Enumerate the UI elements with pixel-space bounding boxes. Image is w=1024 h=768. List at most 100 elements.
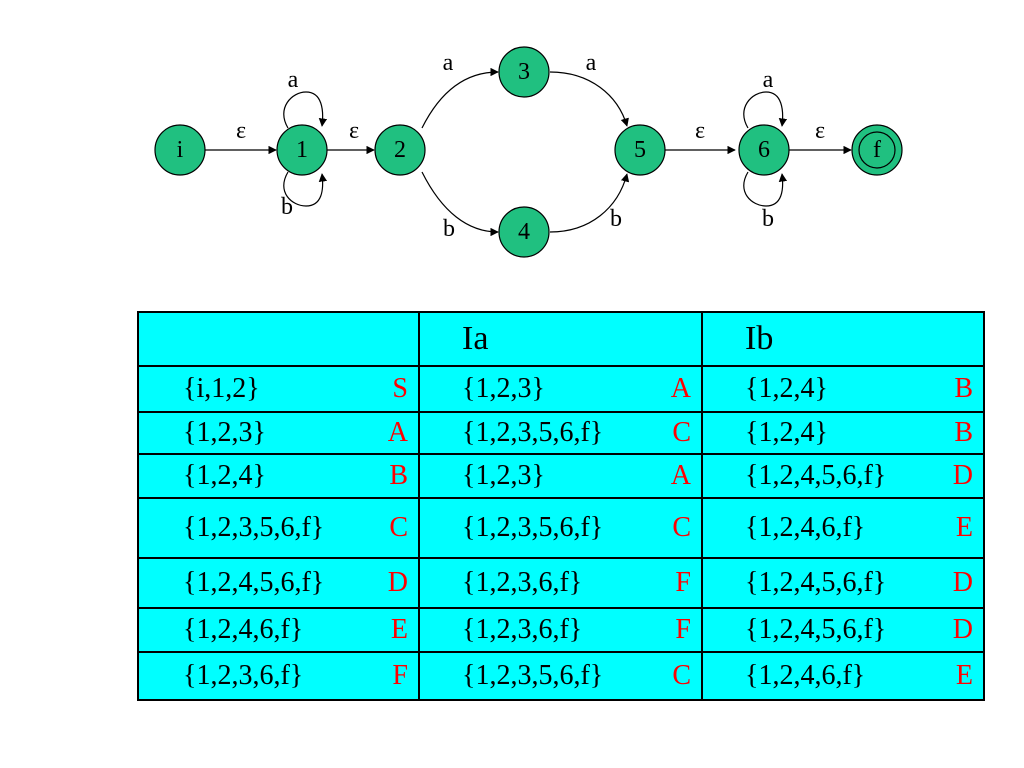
node-label-6: 6: [758, 137, 770, 163]
table-row: {1,2,3} A {1,2,3,5,6,f} C {1,2,4}B: [137, 411, 985, 455]
subset-construction-table: Ia Ib {i,1,2}S{1,2,3}A{1,2,4}B{1,2,3}A{1…: [137, 311, 985, 701]
ia-result-state-label: C: [672, 512, 691, 543]
ia-result-cell: {1,2,3}A: [418, 453, 703, 499]
state-set-state-label: C: [389, 512, 408, 543]
node-1: 1: [276, 124, 328, 176]
node-i: i: [154, 124, 206, 176]
ib-result-cell: {1,2,4,6,f} E: [701, 651, 985, 701]
table-row: {1,2,3,6,f} F {1,2,3,5,6,f} C {1,2,4,6,f} E: [137, 651, 985, 701]
ia-result-state-label: F: [675, 567, 691, 598]
table-row: {1,2,4} B {1,2,3}A {1,2,4,5,6,f} D: [137, 453, 985, 499]
ib-result-cell: {1,2,4,6,f} E: [701, 497, 985, 559]
ia-result-text: {1,2,3,5,6,f}: [462, 512, 604, 543]
state-set-text: {1,2,4,6,f}: [183, 614, 304, 645]
nfa-diagram: ε a b ε a b a b ε a b ε i 1 2 3 4 5 6 f: [154, 46, 903, 258]
state-set-state-label: F: [392, 660, 408, 691]
state-set-state-label: E: [390, 614, 408, 645]
edge-label-3-5: a: [586, 50, 597, 76]
node-label-1: 1: [296, 137, 308, 163]
state-set-state-label: B: [389, 460, 408, 491]
accepting-ring: [858, 131, 896, 169]
state-set-text: {1,2,3,5,6,f}: [183, 512, 325, 543]
node-label-2: 2: [394, 137, 406, 163]
state-set-text: {1,2,3}: [183, 417, 266, 448]
ib-result-text: {1,2,4,6,f}: [745, 512, 866, 543]
edge-label-6-loop-a: a: [763, 67, 774, 93]
ib-result-cell: {1,2,4,5,6,f} D: [701, 453, 985, 499]
state-set-text: {1,2,4}: [183, 460, 266, 491]
edge-label-1-loop-a: a: [288, 67, 299, 93]
node-label-4: 4: [518, 219, 530, 245]
ib-result-cell: {1,2,4,5,6,f}D: [701, 557, 985, 609]
node-3: 3: [498, 46, 550, 98]
ib-result-state-label: E: [955, 660, 973, 691]
state-set-text: {i,1,2}: [183, 373, 260, 404]
edge-label-6-loop-b: b: [762, 206, 774, 232]
state-set-cell: {1,2,3} A: [137, 411, 420, 455]
ib-result-text: {1,2,4,6,f}: [745, 660, 866, 691]
ia-result-state-label: C: [672, 417, 691, 448]
header-ib: Ib: [701, 311, 985, 367]
ia-result-cell: {1,2,3,6,f} F: [418, 557, 703, 609]
state-set-cell: {1,2,4} B: [137, 453, 420, 499]
ib-result-text: {1,2,4,5,6,f}: [745, 567, 887, 598]
ia-result-state-label: C: [672, 660, 691, 691]
edge-6-loop-b: [743, 171, 788, 207]
ib-result-text: {1,2,4,5,6,f}: [745, 614, 887, 645]
header-ia: Ia: [418, 311, 703, 367]
ia-result-cell: {1,2,3}A: [418, 365, 703, 413]
ib-result-text: {1,2,4,5,6,f}: [745, 460, 887, 491]
state-set-cell: {i,1,2} S: [137, 365, 420, 413]
node-2: 2: [374, 124, 426, 176]
node-label-3: 3: [518, 59, 530, 85]
node-label-i: i: [177, 137, 184, 163]
edge-6-loop-a: [743, 91, 788, 129]
state-set-cell: {1,2,4,6,f} E: [137, 607, 420, 653]
ia-result-state-label: F: [675, 614, 691, 645]
edge-1-loop-a: [283, 91, 328, 129]
ia-result-text: {1,2,3,5,6,f}: [462, 417, 604, 448]
edge-label-1-loop-b: b: [281, 194, 293, 220]
table-row: {1,2,3,5,6,f} C {1,2,3,5,6,f} C {1,2,4,6,f} E: [137, 497, 985, 559]
edge-4-5: [549, 173, 630, 233]
edge-label-i-1: ε: [236, 118, 246, 144]
state-set-state-label: S: [392, 373, 408, 404]
state-set-text: {1,2,3,6,f}: [183, 660, 304, 691]
ib-result-text: {1,2,4}: [745, 373, 828, 404]
node-label-5: 5: [634, 137, 646, 163]
node-f: f: [851, 124, 903, 176]
edge-label-2-4: b: [443, 216, 455, 242]
state-set-state-label: A: [387, 417, 408, 448]
state-set-state-label: D: [387, 567, 408, 598]
header-ib-label: Ib: [745, 320, 774, 357]
ia-result-text: {1,2,3,6,f}: [462, 614, 583, 645]
ib-result-state-label: D: [952, 614, 973, 645]
ib-result-state-label: E: [955, 512, 973, 543]
edge-label-6-f: ε: [815, 118, 825, 144]
node-label-f: f: [873, 137, 881, 163]
header-ia-label: Ia: [462, 320, 489, 357]
node-6: 6: [738, 124, 790, 176]
state-set-cell: {1,2,4,5,6,f}D: [137, 557, 420, 609]
edge-2-4: [421, 171, 499, 237]
ib-result-cell: {1,2,4}B: [701, 365, 985, 413]
edge-label-5-6: ε: [695, 118, 705, 144]
ib-result-state-label: D: [952, 460, 973, 491]
table-row: {1,2,4,5,6,f}D{1,2,3,6,f}F{1,2,4,5,6,f}D: [137, 557, 985, 609]
table-header-row: Ia Ib: [137, 311, 985, 367]
edge-label-1-2: ε: [349, 118, 359, 144]
node-5: 5: [614, 124, 666, 176]
ia-result-cell: {1,2,3,6,f} F: [418, 607, 703, 653]
ia-result-text: {1,2,3}: [462, 373, 545, 404]
edge-label-2-3: a: [443, 50, 454, 76]
edge-label-4-5: b: [610, 206, 622, 232]
edge-1-loop-b: [283, 171, 328, 207]
ia-result-state-label: A: [670, 460, 691, 491]
ib-result-cell: {1,2,4}B: [701, 411, 985, 455]
ia-result-text: {1,2,3,5,6,f}: [462, 660, 604, 691]
header-empty-cell: [137, 311, 420, 367]
ia-result-cell: {1,2,3,5,6,f} C: [418, 497, 703, 559]
table-row: {1,2,4,6,f} E {1,2,3,6,f} F {1,2,4,5,6,f} D: [137, 607, 985, 653]
ib-result-cell: {1,2,4,5,6,f} D: [701, 607, 985, 653]
ia-result-text: {1,2,3,6,f}: [462, 567, 583, 598]
